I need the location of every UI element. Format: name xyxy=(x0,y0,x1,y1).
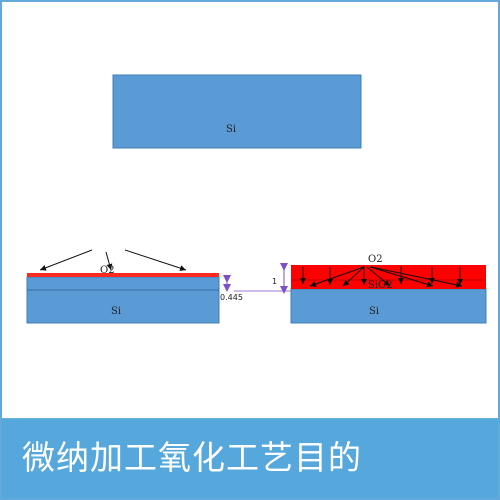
left-thickness-label: 0.445 xyxy=(220,293,243,302)
right-gas-label: O2 xyxy=(368,254,383,265)
left-wafer: O2 Si 0.445 xyxy=(26,249,243,324)
right-diagonal-arrow-2 xyxy=(342,266,365,287)
left-silicon-substrate xyxy=(26,276,220,324)
left-gas-arrow-1 xyxy=(39,249,93,271)
top-block-label: Si xyxy=(226,124,236,135)
right-silicon-substrate xyxy=(290,288,487,324)
right-substrate-label: Si xyxy=(369,306,379,317)
title-banner: 微纳加工氧化工艺目的 xyxy=(2,418,498,498)
left-thin-oxide-layer xyxy=(27,273,219,277)
right-diagonal-arrow-1 xyxy=(309,266,365,287)
top-silicon-block: Si xyxy=(112,74,362,149)
right-diagonal-arrow-3 xyxy=(366,266,391,287)
right-thickness-label: 1 xyxy=(272,277,277,286)
right-diagonal-arrow-4 xyxy=(369,266,434,288)
right-oxide-label: SiO2 xyxy=(368,280,393,291)
right-wafer: 1 O2 SiO2 Si xyxy=(272,254,487,324)
banner-title: 微纳加工氧化工艺目的 xyxy=(22,438,362,478)
left-gas-arrow-3 xyxy=(124,249,187,271)
right-diagonal-arrow-5 xyxy=(370,266,463,288)
left-substrate-label: Si xyxy=(111,306,121,317)
left-gas-label: O2 xyxy=(100,265,115,276)
left-gas-arrow-2 xyxy=(105,251,113,271)
